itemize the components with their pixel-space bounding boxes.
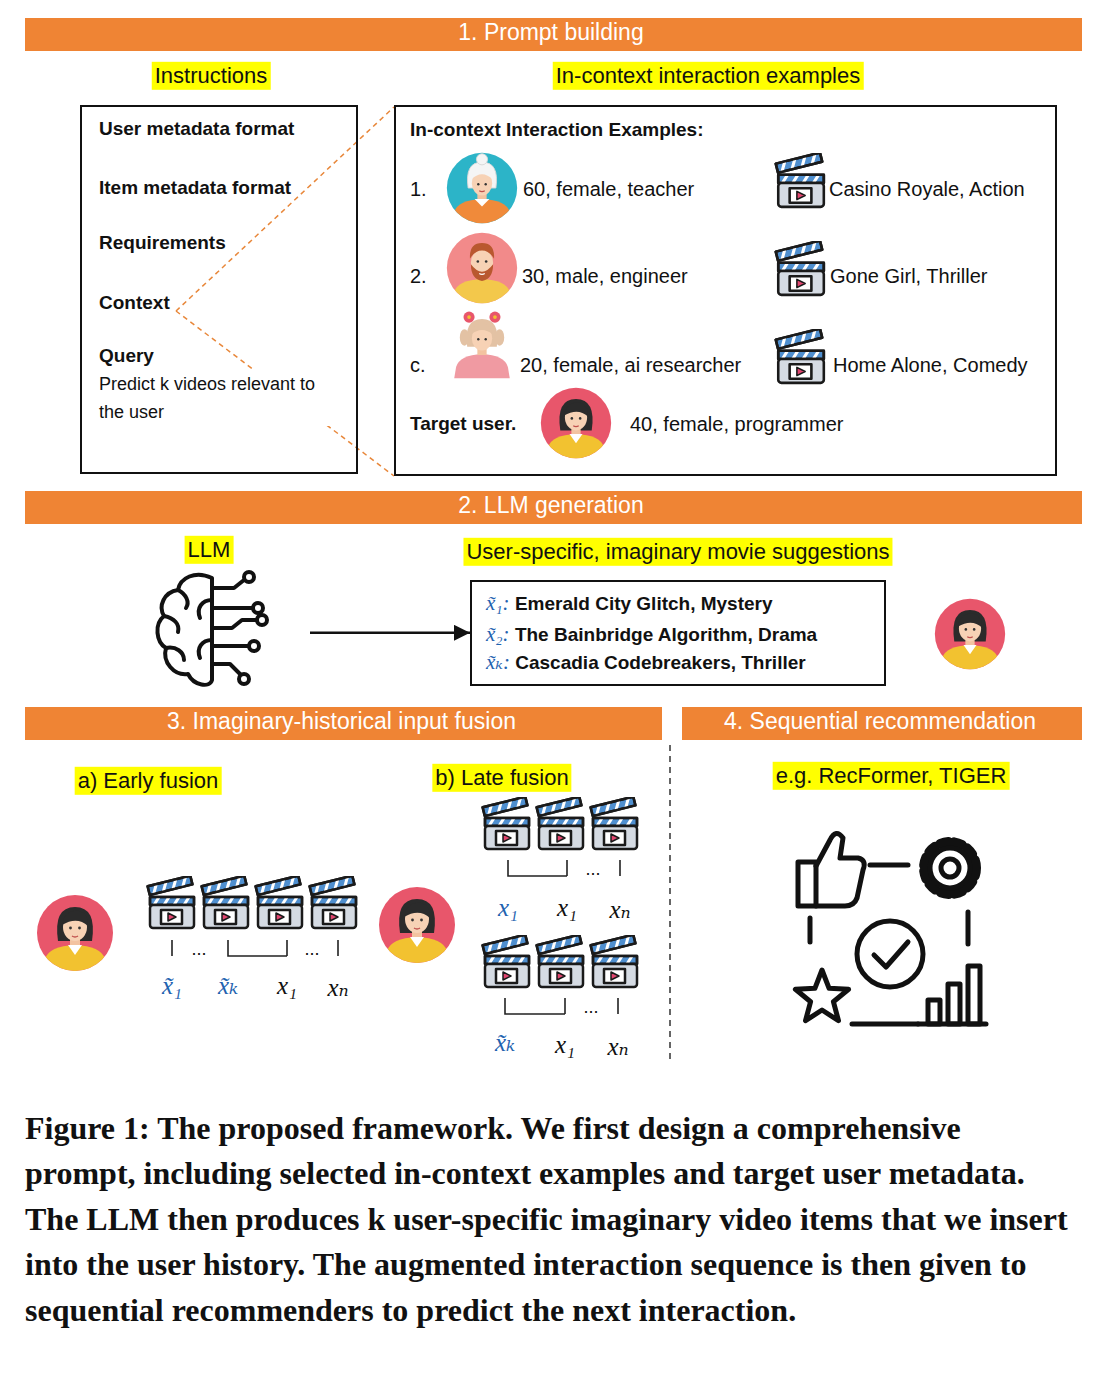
item-index: x̃ₖ: xyxy=(486,650,510,674)
example-index: c. xyxy=(410,353,426,377)
figure-caption: Figure 1: The proposed framework. We fir… xyxy=(25,1106,1075,1333)
user-avatar xyxy=(447,233,517,305)
section-band: 4. Sequential recommendation xyxy=(682,707,1082,740)
user-avatar xyxy=(447,153,517,225)
user-avatar xyxy=(541,388,611,460)
item-metadata: Casino Royale, Action xyxy=(829,177,1025,201)
movie-clapper-icon xyxy=(591,797,637,849)
item-title: Emerald City Glitch, Mystery xyxy=(510,593,773,614)
user-avatar xyxy=(454,312,510,379)
instructions-box: InstructionsUser metadata formatItem met… xyxy=(80,105,358,474)
panel-heading: Instructions xyxy=(152,62,271,90)
instruction-item: User metadata format xyxy=(97,118,296,141)
sequence-bracket xyxy=(172,860,620,1014)
ellipsis: ... xyxy=(191,939,206,961)
flow-arrow xyxy=(310,632,470,635)
movie-clapper-icon xyxy=(776,153,824,207)
imaginary-item: x̃₁: Emerald City Glitch, Mystery xyxy=(486,591,773,616)
item-index: x̃₂: xyxy=(486,622,510,646)
ellipsis: ... xyxy=(583,997,598,1019)
instruction-item: Item metadata format xyxy=(97,177,293,200)
sequence-bracket xyxy=(508,860,620,876)
sequence-index: x₁ xyxy=(277,971,297,1001)
ellipsis: ... xyxy=(304,939,319,961)
item-index: x̃₁: xyxy=(486,591,510,615)
model-examples: e.g. RecFormer, TIGER xyxy=(773,762,1010,790)
movie-clapper-icon xyxy=(591,935,637,987)
user-metadata: 60, female, teacher xyxy=(523,177,694,201)
movie-clapper-icon xyxy=(148,876,194,928)
band-title: 1. Prompt building xyxy=(458,19,643,47)
movie-clapper-icon xyxy=(483,797,529,849)
movie-clapper-icon xyxy=(202,876,248,928)
movie-clapper-icon xyxy=(776,241,824,295)
sequence-bracket xyxy=(505,998,618,1014)
item-metadata: Home Alone, Comedy xyxy=(833,353,1028,377)
example-index: 1. xyxy=(410,177,427,201)
panel-heading: User-specific, imaginary movie suggestio… xyxy=(463,538,892,566)
band-title: 3. Imaginary-historical input fusion xyxy=(167,708,516,736)
llm-block: LLM xyxy=(150,536,310,692)
user-avatar xyxy=(379,887,455,965)
instruction-item: Context xyxy=(97,292,172,315)
movie-clapper-icon xyxy=(537,935,583,987)
sequence-index: x₁ xyxy=(498,893,518,923)
item-title: Cascadia Codebreakers, Thriller xyxy=(510,652,806,673)
sequence-index: xₙ xyxy=(607,1032,628,1062)
fusion-heading: b) Late fusion xyxy=(432,764,571,792)
sequence-index: x̃ₖ xyxy=(218,971,238,1001)
sequence-index: x̃₁ xyxy=(162,971,182,1001)
query-text: Predict k videos relevant to the user xyxy=(97,370,346,426)
fusion-heading: a) Early fusion xyxy=(75,767,222,795)
item-metadata: Gone Girl, Thriller xyxy=(830,264,987,288)
user-avatar xyxy=(935,599,1005,671)
imaginary-item: x̃₂: The Bainbridge Algorithm, Drama xyxy=(486,622,817,647)
sequence-index: x₁ xyxy=(555,1030,575,1060)
section-divider xyxy=(669,745,671,1060)
instruction-item: Query xyxy=(97,345,156,368)
example-index: 2. xyxy=(410,264,427,288)
section-band: 2. LLM generation xyxy=(25,491,1082,524)
movie-clapper-icon xyxy=(148,153,824,987)
ellipsis: ... xyxy=(585,859,600,881)
imaginary-item: x̃ₖ: Cascadia Codebreakers, Thriller xyxy=(486,650,806,675)
section-band: 3. Imaginary-historical input fusion xyxy=(25,707,662,740)
recommendation-icon xyxy=(795,833,986,1024)
llm-brain-icon xyxy=(157,572,267,685)
user-metadata: 20, female, ai researcher xyxy=(520,353,741,377)
item-title: The Bainbridge Algorithm, Drama xyxy=(510,624,818,645)
user-avatar xyxy=(37,153,1005,973)
model-label: LLM xyxy=(185,536,234,564)
instruction-item: Requirements xyxy=(97,232,228,255)
sequence-index: x₁ xyxy=(557,893,577,923)
movie-clapper-icon xyxy=(776,329,824,383)
movie-clapper-icon xyxy=(256,876,302,928)
movie-clapper-icon xyxy=(537,797,583,849)
band-title: 2. LLM generation xyxy=(458,492,643,520)
movie-clapper-icon xyxy=(310,876,356,928)
suggestions-box: User-specific, imaginary movie suggestio… xyxy=(470,580,886,686)
user-metadata: 30, male, engineer xyxy=(522,264,688,288)
user-metadata: 40, female, programmer xyxy=(630,412,843,436)
examples-heading: In-context Interaction Examples: xyxy=(410,119,704,142)
movie-clapper-icon xyxy=(483,935,529,987)
sequence-index: xₙ xyxy=(327,973,348,1003)
user-avatar xyxy=(37,895,113,973)
examples-box: In-context interaction examplesIn-contex… xyxy=(394,105,1057,476)
band-title: 4. Sequential recommendation xyxy=(724,708,1036,736)
sequence-index: xₙ xyxy=(609,895,630,925)
target-user-label: Target user. xyxy=(410,413,516,436)
panel-heading: In-context interaction examples xyxy=(553,62,864,90)
section-band: 1. Prompt building xyxy=(25,18,1082,51)
sequence-index: x̃ₖ xyxy=(495,1028,515,1058)
